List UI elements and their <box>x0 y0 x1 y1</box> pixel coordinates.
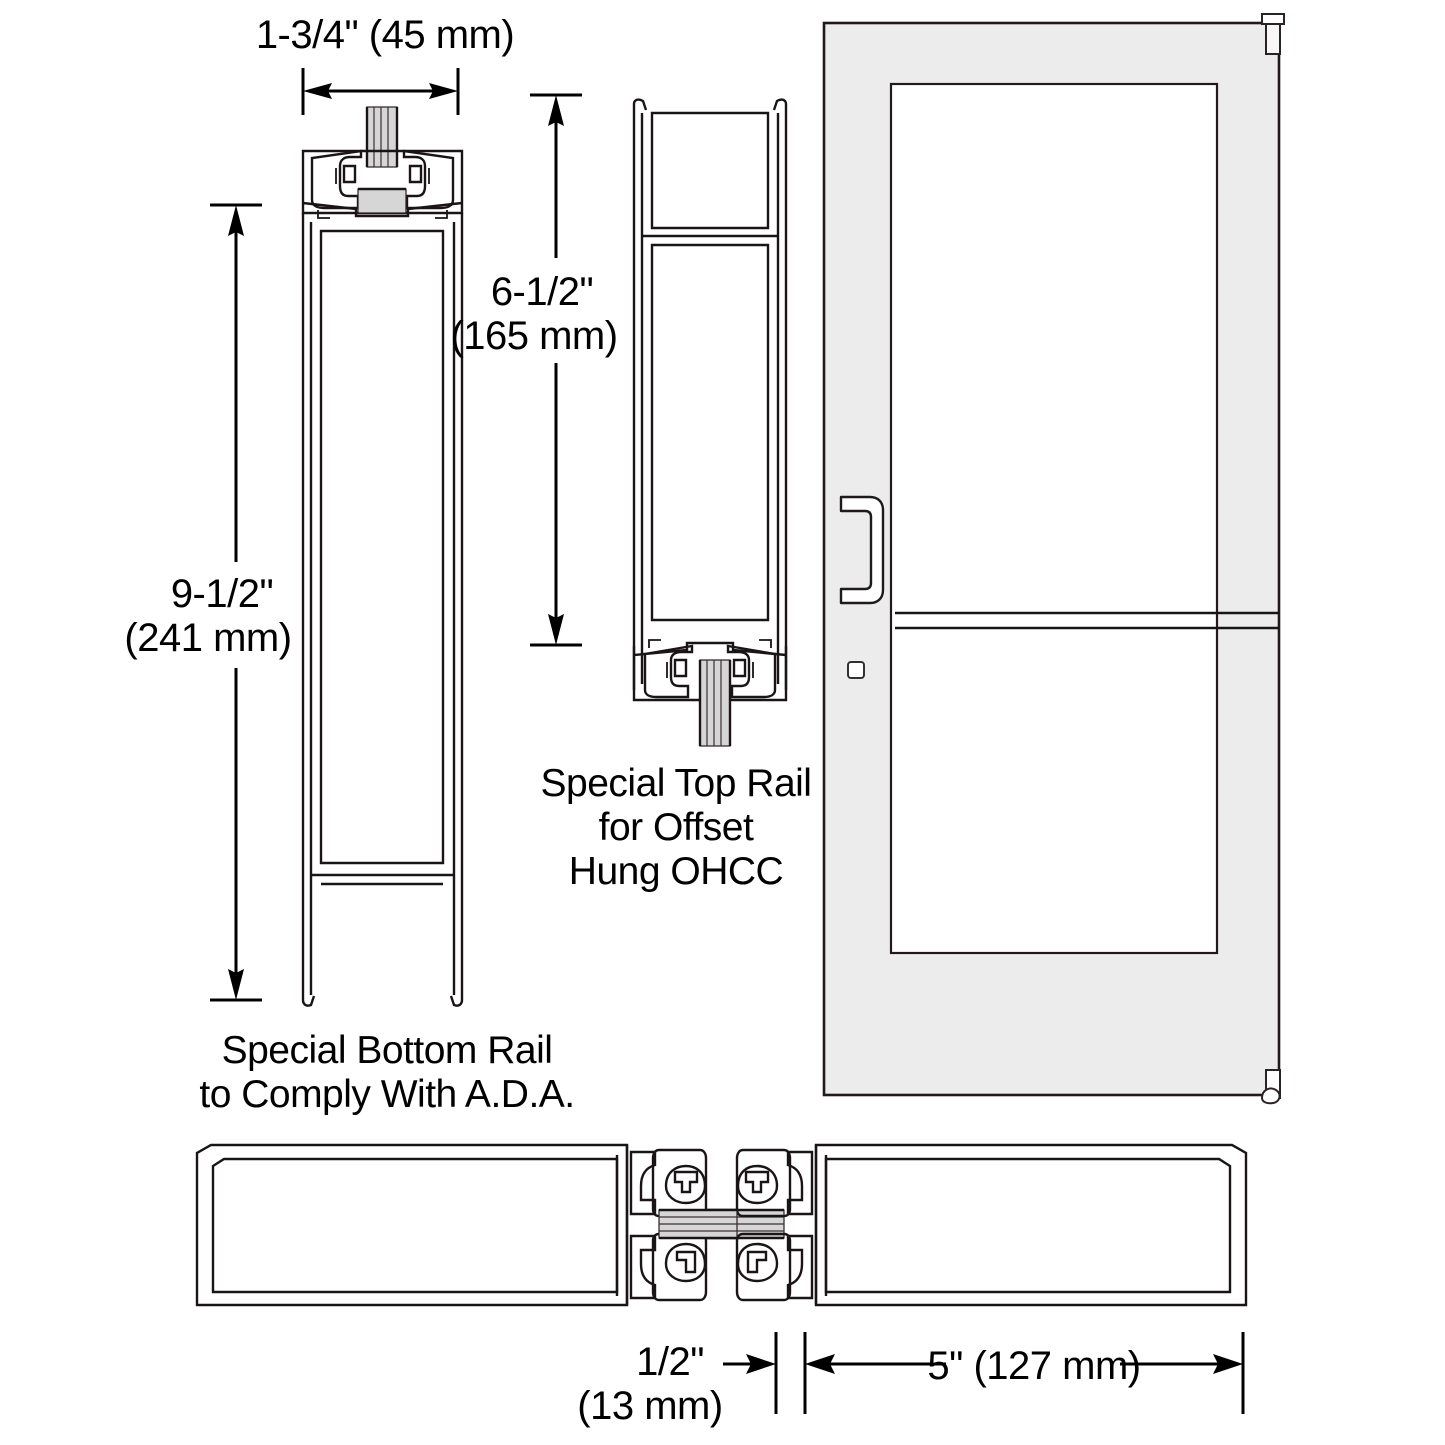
dim-top-rail-height-in: 6-1/2" <box>491 270 593 314</box>
dimension-bottom-rail-width <box>301 68 460 115</box>
door-elevation <box>822 13 1285 1105</box>
dim-bottom-rail-height-mm: (241 mm) <box>124 616 291 660</box>
dim-bottom-rail-height-in: 9-1/2" <box>171 572 273 616</box>
dimension-gap: 1/2" (13 mm) <box>577 1332 778 1428</box>
intermediate-rail-line <box>895 611 1279 630</box>
bottom-rail-section <box>301 106 464 1007</box>
bottom-rail-tube <box>301 213 464 1007</box>
top-rail-caption-line3: Hung OHCC <box>569 850 783 893</box>
top-pivot-pin <box>1261 13 1285 55</box>
dim-top-rail-height-mm: (165 mm) <box>450 314 617 358</box>
dim-gap-mm: (13 mm) <box>577 1384 722 1428</box>
bottom-rail-glazing-leg <box>365 106 399 168</box>
bottom-rail-caption: Special Bottom Rail to Comply With A.D.A… <box>199 1029 575 1116</box>
top-rail-caption: Special Top Rail for Offset Hung OHCC <box>541 762 812 893</box>
dimension-bottom-rail-height: 9-1/2" (241 mm) <box>124 203 292 1002</box>
bottom-rail-caption-line1: Special Bottom Rail <box>222 1029 553 1072</box>
top-rail-caption-line1: Special Top Rail <box>541 762 812 805</box>
cylinder-lock[interactable] <box>847 661 865 679</box>
bottom-rail-caption-line2: to Comply With A.D.A. <box>199 1073 574 1116</box>
bottom-pivot-pin <box>1260 1069 1281 1105</box>
stile-plan-section <box>195 1143 1248 1307</box>
dim-bottom-rail-width-label: 1-3/4" (45 mm) <box>256 13 514 57</box>
top-rail-caption-line2: for Offset <box>599 806 754 849</box>
door-glass-panel <box>889 82 1219 955</box>
top-rail-glazing-leg <box>698 659 732 747</box>
dimension-top-rail-height: 6-1/2" (165 mm) <box>450 93 618 647</box>
dimension-stile-width: 5" (127 mm) <box>803 1332 1245 1414</box>
dim-stile-width: 5" (127 mm) <box>927 1344 1140 1388</box>
stile-plan-right <box>658 1143 1248 1307</box>
dim-gap-in: 1/2" <box>636 1340 704 1384</box>
door-pull-handle[interactable] <box>839 495 885 605</box>
top-rail-section <box>632 98 788 747</box>
bottom-rail-glazing-pocket <box>301 149 464 219</box>
